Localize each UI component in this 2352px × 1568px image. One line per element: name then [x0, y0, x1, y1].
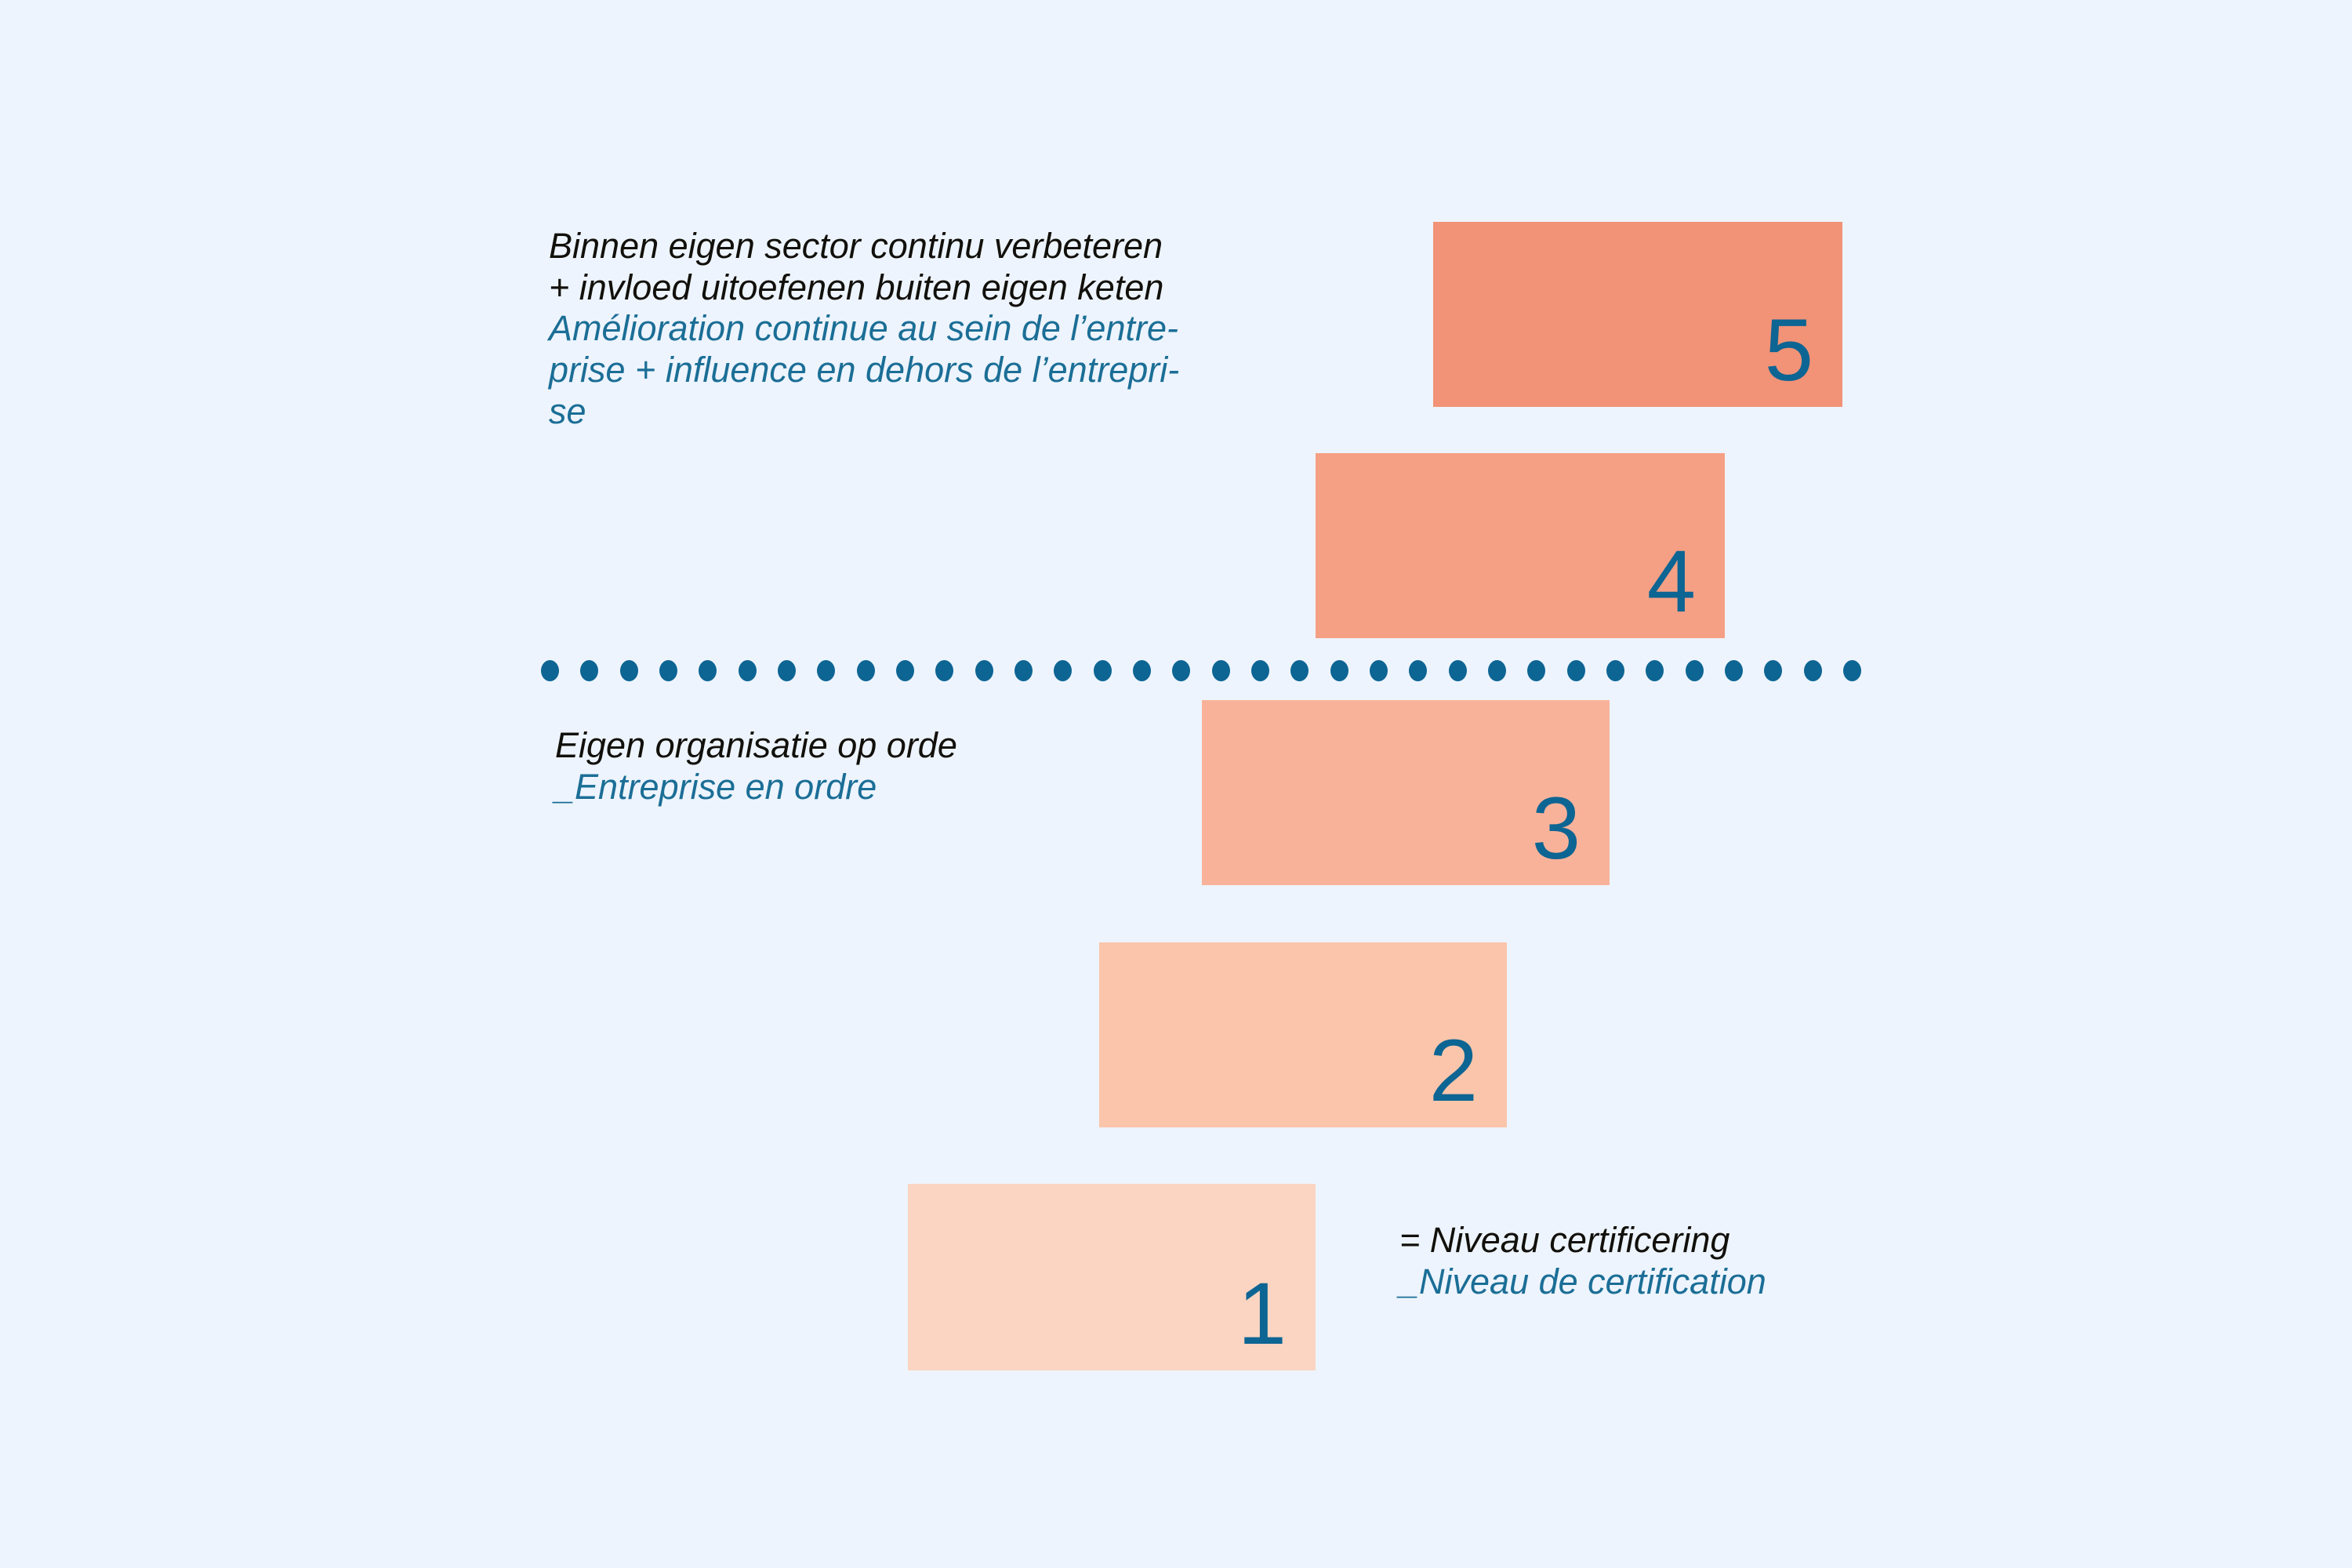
separator-dot: [541, 659, 559, 681]
label-upper-fr-line1: Amélioration continue au sein de l’entre…: [549, 308, 1178, 349]
separator-dot: [1369, 659, 1388, 681]
separator-dot: [1448, 659, 1467, 681]
separator-dot: [1290, 659, 1309, 681]
separator-dot: [1606, 659, 1624, 681]
separator-dot: [738, 659, 757, 681]
bar-level-4: 4: [1316, 453, 1725, 638]
legend-certification: = Niveau certificering _Niveau de certif…: [1399, 1220, 1948, 1302]
separator-dot: [935, 659, 954, 681]
separator-dot: [1764, 659, 1783, 681]
separator-dot: [699, 659, 717, 681]
bar-level-3-number: 3: [1531, 779, 1581, 877]
label-upper-fr-line2: prise + influence en dehors de l’entrepr…: [549, 349, 1180, 390]
separator-dot: [1054, 659, 1073, 681]
separator-dot: [1132, 659, 1151, 681]
bar-level-5: 5: [1433, 222, 1842, 407]
separator-dot: [1211, 659, 1230, 681]
separator-dot: [1527, 659, 1546, 681]
legend-nl-line1: = Niveau certificering: [1399, 1220, 1730, 1260]
separator-dot: [1566, 659, 1585, 681]
label-upper-nl-line1: Binnen eigen sector continu verbeteren: [549, 226, 1163, 266]
separator-dot: [1014, 659, 1033, 681]
bar-level-1-number: 1: [1237, 1265, 1287, 1363]
label-upper-levels: Binnen eigen sector continu verbeteren +…: [549, 226, 1341, 432]
separator-dot: [659, 659, 677, 681]
bar-level-1: 1: [908, 1184, 1316, 1370]
label-upper-fr-line3: se: [549, 390, 586, 431]
separator-dot: [1803, 659, 1822, 681]
separator-dot: [619, 659, 638, 681]
separator-dot: [777, 659, 796, 681]
separator-dot: [1685, 659, 1704, 681]
separator-dot: [1250, 659, 1269, 681]
label-lower-levels: Eigen organisatie op orde _Entreprise en…: [555, 725, 1261, 808]
label-upper-nl-line2: + invloed uitoefenen buiten eigen keten: [549, 267, 1164, 307]
separator-dot: [895, 659, 914, 681]
bar-level-2-number: 2: [1428, 1022, 1478, 1120]
bar-level-2: 2: [1099, 942, 1507, 1127]
separator-dot: [1330, 659, 1348, 681]
separator-dot: [817, 659, 836, 681]
bar-level-3: 3: [1202, 700, 1610, 885]
separator-dot: [580, 659, 599, 681]
dotted-separator: [541, 659, 1861, 681]
separator-dot: [1172, 659, 1191, 681]
separator-dot: [1487, 659, 1506, 681]
label-lower-nl-line1: Eigen organisatie op orde: [555, 725, 957, 765]
separator-dot: [1842, 659, 1861, 681]
separator-dot: [1409, 659, 1428, 681]
label-lower-fr-line1: _Entreprise en ordre: [555, 766, 877, 807]
bar-level-4-number: 4: [1646, 532, 1696, 630]
separator-dot: [975, 659, 993, 681]
bar-level-5-number: 5: [1764, 301, 1813, 399]
separator-dot: [1724, 659, 1743, 681]
legend-fr-line1: _Niveau de certification: [1399, 1261, 1766, 1301]
separator-dot: [856, 659, 875, 681]
separator-dot: [1093, 659, 1112, 681]
separator-dot: [1646, 659, 1664, 681]
